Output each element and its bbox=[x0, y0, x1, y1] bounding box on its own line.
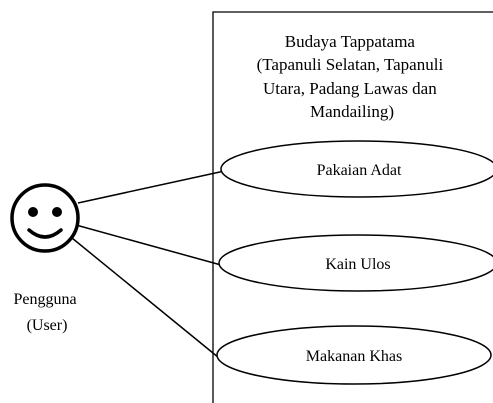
system-title-line-1: Budaya Tappatama bbox=[285, 32, 416, 51]
actor-head bbox=[10, 183, 80, 253]
use-case-makanan-khas[interactable]: Makanan Khas bbox=[216, 325, 492, 385]
system-title-line-4: Mandailing) bbox=[310, 102, 394, 121]
actor-right-eye bbox=[52, 207, 62, 217]
actor-left-eye bbox=[28, 207, 38, 217]
system-title-line-3: Utara, Padang Lawas dan bbox=[263, 79, 437, 98]
use-case-kain-ulos[interactable]: Kain Ulos bbox=[218, 234, 493, 292]
actor-label: Pengguna (User) bbox=[13, 291, 80, 334]
use-case-label: Pakaian Adat bbox=[317, 162, 402, 179]
system-title-line-2: (Tapanuli Selatan, Tapanuli bbox=[257, 55, 444, 74]
actor-smile bbox=[27, 228, 63, 239]
association-line-kain-ulos bbox=[75, 224, 222, 266]
system-boundary bbox=[212, 11, 493, 403]
actor-name: Pengguna bbox=[13, 291, 76, 308]
association-line-pakaian-adat bbox=[77, 169, 230, 204]
use-case-label: Makanan Khas bbox=[306, 348, 402, 365]
use-case-label: Kain Ulos bbox=[325, 256, 390, 273]
actor-role: (User) bbox=[27, 317, 68, 334]
actor-smiley-face-icon[interactable] bbox=[10, 183, 80, 253]
system-title: Budaya Tappatama (Tapanuli Selatan, Tapa… bbox=[257, 32, 448, 121]
use-case-pakaian-adat[interactable]: Pakaian Adat bbox=[220, 140, 493, 198]
association-line-makanan-khas bbox=[71, 237, 225, 363]
